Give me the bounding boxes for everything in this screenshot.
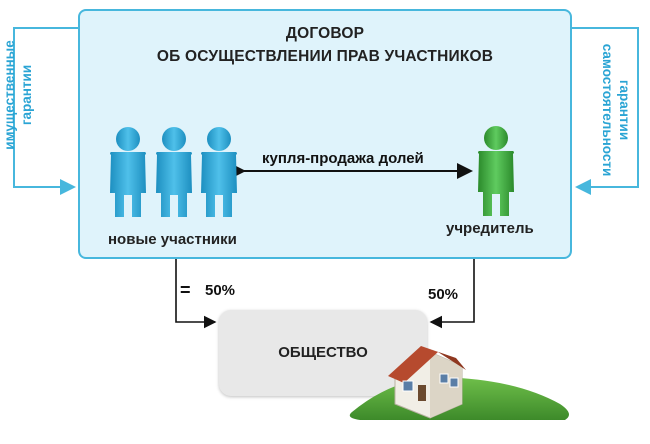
left-guarantee-connector [13, 27, 78, 195]
right-guarantee-connector [572, 27, 639, 195]
contract-title: ДОГОВОР ОБ ОСУЩЕСТВЛЕНИИ ПРАВ УЧАСТНИКОВ [78, 22, 572, 68]
new-participants-label: новые участники [108, 231, 237, 248]
contract-title-line2: ОБ ОСУЩЕСТВЛЕНИИ ПРАВ УЧАСТНИКОВ [156, 48, 494, 65]
right-share-connector [429, 259, 475, 329]
society-box [219, 310, 427, 396]
society-label: ОБЩЕСТВО [278, 344, 368, 361]
left-share-connector [175, 259, 217, 329]
right-share-value: 50% [428, 286, 459, 303]
equals-sign: = [180, 280, 191, 300]
house [388, 346, 466, 419]
contract-title-line1: ДОГОВОР [285, 25, 365, 42]
share-sale-label: купля-продажа долей [262, 150, 424, 167]
founder-label: учредитель [446, 220, 534, 237]
left-share-value: 50% [205, 282, 236, 299]
